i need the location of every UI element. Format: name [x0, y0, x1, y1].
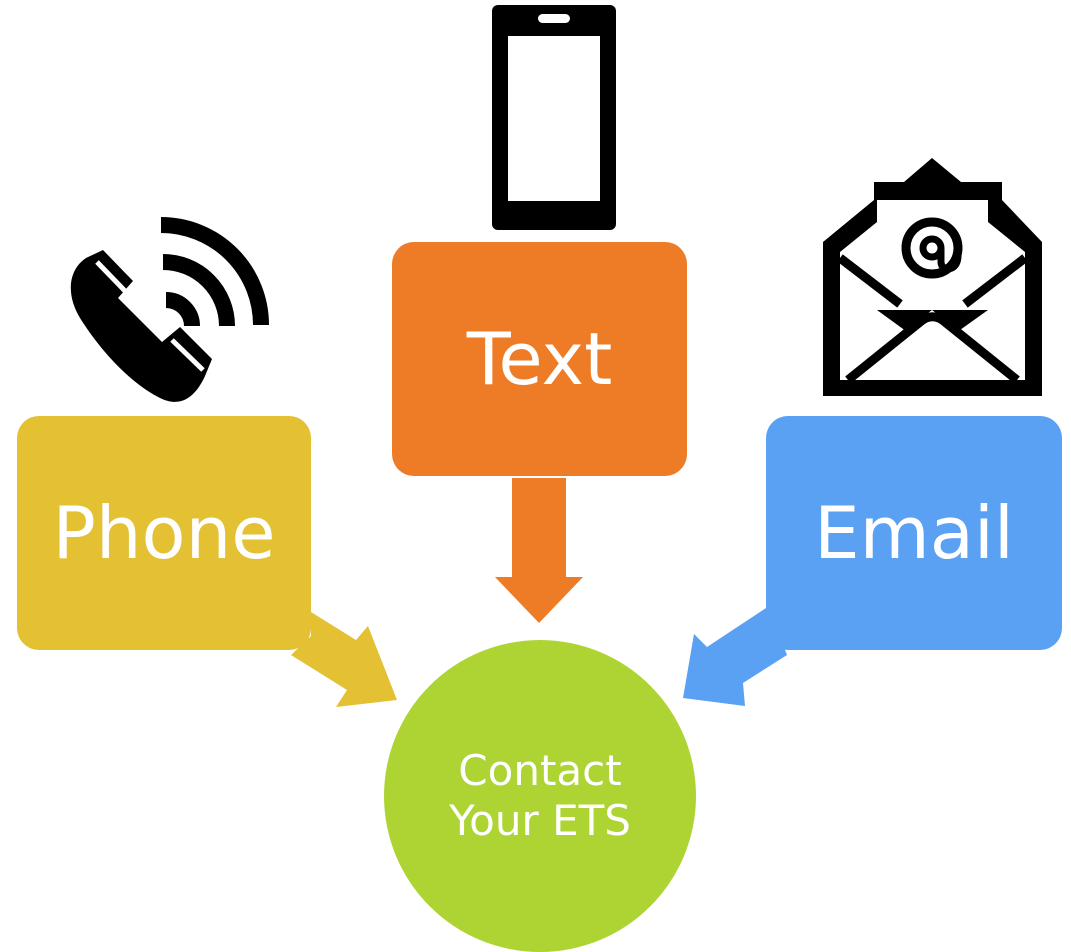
phone-icon [70, 217, 269, 402]
contact-center-circle: Contact Your ETS [384, 640, 696, 952]
smartphone-icon [492, 5, 616, 230]
email-label: Email [814, 491, 1014, 575]
phone-label: Phone [52, 491, 276, 575]
arrow-text-to-center [495, 478, 583, 623]
text-box: Text [392, 242, 687, 476]
arrow-phone-to-center [291, 612, 397, 707]
center-label-line1: Contact [458, 745, 622, 795]
center-label-line2: Your ETS [449, 796, 631, 845]
phone-box: Phone [17, 416, 311, 650]
envelope-at-icon [823, 158, 1042, 396]
arrow-email-to-center [683, 606, 787, 706]
email-box: Email [766, 416, 1062, 650]
text-label: Text [466, 317, 613, 401]
